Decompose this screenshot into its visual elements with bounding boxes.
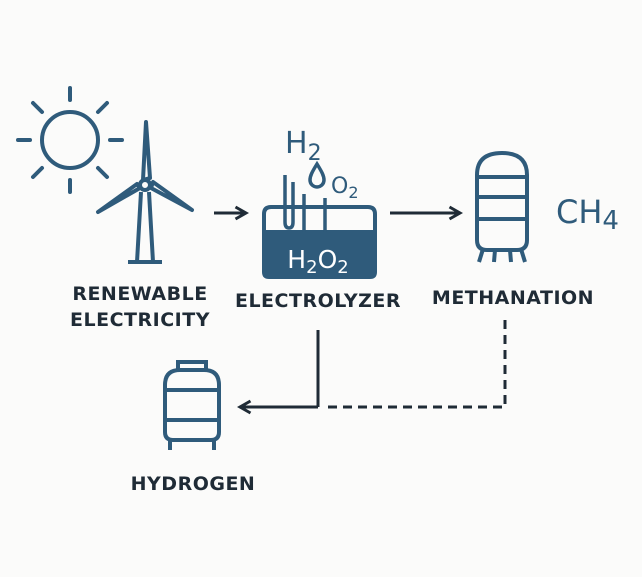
- hydrogen-tank-icon: [163, 360, 221, 450]
- electrolyzer-label: ELECTROLYZER: [235, 290, 401, 312]
- renewable-label-line1: RENEWABLE: [72, 283, 207, 305]
- methanation-label: METHANATION: [432, 287, 594, 309]
- electrolyzer-icon: H2 O2 H2O2: [262, 126, 377, 279]
- hydrogen-label: HYDROGEN: [131, 473, 256, 495]
- sun-icon: [16, 86, 124, 194]
- methane-label: CH4: [556, 193, 619, 236]
- methanation-reactor-icon: [475, 150, 529, 263]
- wind-turbine-icon: [96, 120, 194, 264]
- o2-gas-label: O2: [331, 174, 359, 202]
- dashed-line-methanation-to-hydrogen: [322, 320, 507, 409]
- water-drop-icon: [308, 160, 326, 189]
- tank-water-label: H2O2: [287, 245, 348, 278]
- h2-gas-label: H2: [285, 126, 322, 166]
- renewable-label-line2: ELECTRICITY: [70, 309, 210, 331]
